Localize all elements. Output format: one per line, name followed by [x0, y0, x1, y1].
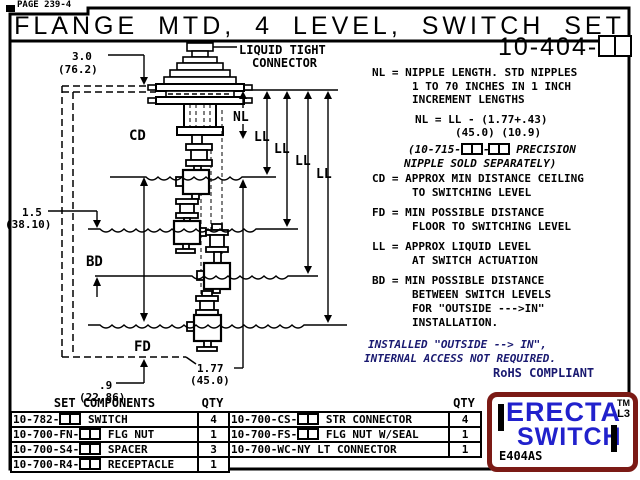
- trademark-label: TM: [617, 398, 630, 408]
- note-cd-line1: CD = APPROX MIN DISTANCE CEILING: [372, 172, 584, 185]
- note-precision-line2: NIPPLE SOLD SEPARATELY): [404, 157, 557, 170]
- part-number-cell: 10-700-FN- FLG NUT: [10, 426, 199, 443]
- level-line-2: [88, 228, 298, 233]
- blank-spec-box: [307, 414, 320, 425]
- note-ll-line1: LL = APPROX LIQUID LEVEL: [372, 240, 531, 253]
- dim-1-5: 1.5: [22, 206, 42, 219]
- logo-model-code: E404AS: [499, 449, 543, 463]
- dim-38-10: (38.10): [5, 218, 51, 231]
- nl-label: NL: [233, 110, 249, 125]
- note-formula-line1: NL = LL - (1.77+.43): [415, 113, 548, 126]
- float-switch-1: [175, 134, 213, 200]
- qty-cell: 4: [448, 411, 482, 428]
- blank-spec-box: [497, 143, 510, 155]
- blank-spec-box: [89, 459, 102, 470]
- ceiling-wall-floor-lines: [61, 85, 338, 365]
- blank-spec-box: [89, 429, 102, 440]
- bd-label: BD: [86, 254, 103, 270]
- qty-cell: 4: [197, 411, 230, 428]
- part-number-cell: 10-700-R4- RECEPTACLE: [10, 456, 199, 473]
- ll-label-2: LL: [274, 142, 290, 157]
- float-switch-4: [186, 290, 223, 352]
- ll-label-4: LL: [316, 167, 332, 182]
- note-fd-line1: FD = MIN POSSIBLE DISTANCE: [372, 206, 545, 219]
- dim-76-2: (76.2): [58, 63, 98, 76]
- note-fd-line2: FLOOR TO SWITCHING LEVEL: [412, 220, 571, 233]
- note-nl-line1: NL = NIPPLE LENGTH. STD NIPPLES: [372, 66, 578, 79]
- blank-spec-box: [307, 429, 320, 440]
- logo-brand-bottom: SWITCH: [517, 423, 622, 451]
- liquid-level-lines: [88, 176, 347, 329]
- qty-header-left: QTY: [201, 396, 224, 410]
- dim-22-86: (22.86): [79, 391, 125, 404]
- part-number-cell: 10-700-CS- STR CONNECTOR: [228, 411, 450, 428]
- fd-label: FD: [134, 339, 151, 355]
- qty-cell: 1: [197, 456, 230, 473]
- page-number-label: PAGE 239-4: [17, 0, 72, 10]
- part-number-cell: 10-700-FS- FLG NUT W/SEAL: [228, 426, 450, 443]
- dim-45-0: (45.0): [190, 374, 230, 387]
- note-installed-line1: INSTALLED "OUTSIDE --> IN",: [368, 338, 547, 351]
- note-cd-line2: TO SWITCHING LEVEL: [412, 186, 532, 199]
- level-line-1: [110, 176, 276, 181]
- note-nl-line3: INCREMENT LENGTHS: [412, 93, 525, 106]
- logo-l3-label: L3: [617, 408, 630, 420]
- corner-mark: [6, 5, 15, 12]
- blank-spec-box: [614, 35, 633, 57]
- note-nl-line2: 1 TO 70 INCHES IN 1 INCH: [412, 80, 571, 93]
- qty-cell: 1: [448, 426, 482, 443]
- dim-1-77: 1.77: [197, 362, 224, 375]
- level-line-3: [95, 275, 318, 280]
- diagram-labels: LIQUID TIGHT CONNECTOR 3.0 (76.2) CD NL …: [5, 43, 332, 404]
- note-installed-line2: INTERNAL ACCESS NOT REQUIRED.: [364, 352, 557, 365]
- part-number: 10-404-: [498, 33, 633, 62]
- ll-label-1: LL: [254, 130, 270, 145]
- part-number-cell: 10-700-WC-NY LT CONNECTOR: [228, 441, 450, 458]
- liquid-tight-label: LIQUID TIGHT: [239, 43, 326, 57]
- note-formula-line2: (45.0) (10.9): [455, 126, 542, 139]
- level-line-4: [88, 324, 347, 329]
- note-bd-line2: BETWEEN SWITCH LEVELS: [412, 288, 552, 301]
- dimension-lines: [48, 54, 332, 384]
- erecta-switch-logo: ERECTA TM L3 SWITCH E404AS: [487, 392, 638, 472]
- part-number-cell: 10-700-S4- SPACER: [10, 441, 199, 458]
- qty-cell: 1: [448, 441, 482, 458]
- qty-cell: 1: [197, 426, 230, 443]
- page-title: FLANGE MTD, 4 LEVEL, SWITCH SET: [14, 12, 625, 40]
- set-components-header: SET COMPONENTS: [53, 396, 156, 410]
- note-ll-line2: AT SWITCH ACTUATION: [412, 254, 538, 267]
- logo-brand-top: ERECTA: [506, 397, 622, 427]
- rohs-compliant-label: RoHS COMPLIANT: [493, 366, 595, 380]
- blank-spec-box: [89, 444, 102, 455]
- cd-label: CD: [129, 128, 146, 144]
- note-bd-line4: INSTALLATION.: [412, 316, 499, 329]
- qty-header-right: QTY: [453, 396, 475, 410]
- part-number-cell: 10-782- SWITCH: [10, 411, 199, 428]
- connector-label: CONNECTOR: [252, 56, 318, 70]
- dim-9: .9: [99, 379, 112, 392]
- note-bd-line3: FOR "OUTSIDE --->IN": [412, 302, 545, 315]
- note-bd-line1: BD = MIN POSSIBLE DISTANCE: [372, 274, 545, 287]
- flange-assembly: [147, 42, 253, 136]
- logo-left-bar: [498, 404, 504, 431]
- blank-spec-box: [470, 143, 483, 155]
- ll-label-3: LL: [295, 154, 311, 169]
- note-precision-line1: (10-715-- PRECISION: [408, 143, 576, 156]
- blank-spec-box: [69, 414, 82, 425]
- float-switch-2: [172, 198, 207, 254]
- dim-3-0: 3.0: [72, 50, 92, 63]
- qty-cell: 3: [197, 441, 230, 458]
- logo-right-bar: [611, 425, 617, 452]
